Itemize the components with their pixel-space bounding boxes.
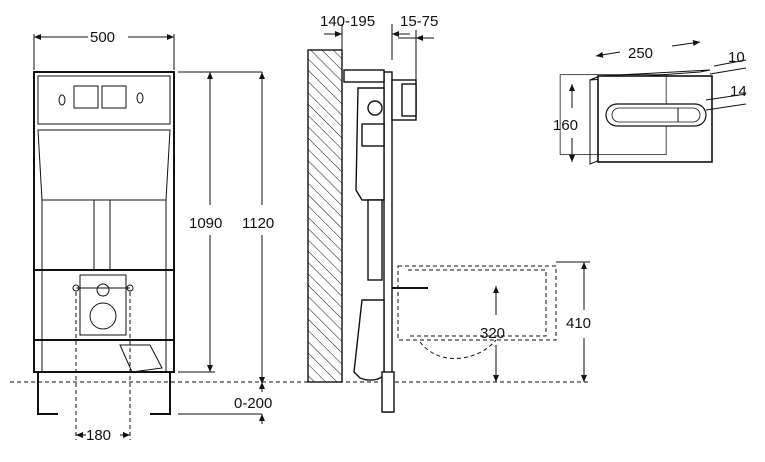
- dim-1090-1120: 1090 1120: [178, 71, 274, 384]
- dim-0-200: 0-200: [178, 382, 272, 424]
- cistern-top: [37, 75, 171, 125]
- flush-plate: [559, 69, 713, 165]
- top-bracket: [343, 69, 385, 83]
- dim-10: 10: [709, 49, 747, 75]
- label-plate-offset: 15-75: [400, 13, 438, 30]
- side-waste-bend: [353, 299, 385, 381]
- label-plate-height: 160: [553, 117, 578, 134]
- label-pan-height: 320: [480, 325, 505, 342]
- dim-410: 410: [556, 261, 591, 382]
- leg-left: [37, 372, 58, 415]
- bolt-right: [136, 92, 144, 104]
- wc-pan-outline: [397, 265, 557, 359]
- label-wall-depth: 140-195: [320, 13, 375, 30]
- label-bowl-height: 410: [566, 315, 591, 332]
- dim-15-75: 15-75: [398, 13, 438, 80]
- label-plate-thickness: 10: [728, 49, 745, 66]
- side-flush-pipe: [367, 199, 383, 281]
- flush-button-left: [73, 85, 99, 109]
- inlet-connector: [96, 283, 110, 297]
- flush-button-pill: [605, 103, 707, 127]
- cistern-body: [37, 129, 171, 201]
- dim-500: 500: [33, 29, 175, 70]
- flush-pipe: [93, 199, 111, 271]
- label-plate-recess: 14: [730, 83, 747, 100]
- dim-14: 14: [705, 83, 747, 111]
- pan-bracket: [79, 274, 127, 336]
- label-plate-width: 250: [628, 45, 653, 62]
- wall: [307, 49, 343, 383]
- dim-250: 250: [595, 40, 701, 62]
- dim-320: 320: [480, 286, 505, 382]
- frame-post: [383, 71, 393, 413]
- dim-160: 160: [553, 84, 578, 162]
- label-floor-adjust: 0-200: [234, 395, 272, 412]
- side-view: [307, 49, 428, 413]
- bolt-left: [58, 94, 66, 106]
- frame-outline: [33, 71, 175, 373]
- label-outlet-spacing: 180: [86, 427, 111, 444]
- dim-140-195: 140-195: [320, 13, 410, 60]
- label-frame-width: 500: [90, 29, 115, 46]
- leg-right: [150, 372, 171, 415]
- flush-button-pill-inner: [611, 107, 701, 123]
- pan-outlet: [89, 302, 117, 330]
- waste-elbow: [119, 344, 163, 373]
- label-height-total: 1120: [242, 215, 274, 232]
- front-view: [33, 71, 175, 415]
- flush-button-right: [101, 85, 127, 109]
- dim-180: 180: [75, 292, 131, 444]
- label-height-inner: 1090: [189, 215, 222, 232]
